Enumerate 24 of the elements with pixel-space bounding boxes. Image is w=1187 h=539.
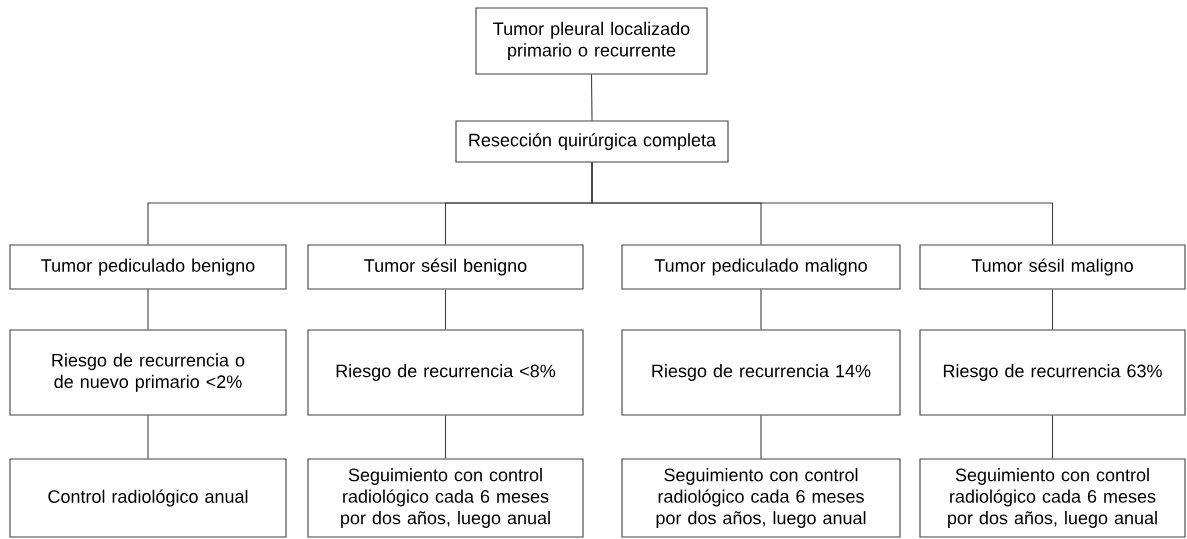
- flow-box: Tumor sésil maligno: [919, 244, 1186, 290]
- flow-box: Tumor pediculado maligno: [621, 244, 901, 290]
- flow-box: Tumor pediculado benigno: [9, 244, 287, 290]
- connector-line: [444, 415, 447, 459]
- flow-box: Seguimiento con control radiológico cada 6 meses por dos años, luego anual: [307, 458, 584, 538]
- flow-box: Riesgo de recurrencia 63%: [919, 329, 1186, 416]
- flow-box: Tumor pleural localizado primario o recurrente: [475, 7, 708, 75]
- flow-box: Resección quirúrgica completa: [455, 120, 729, 163]
- flow-box: Seguimiento con control radiológico cada 6 meses por dos años, luego anual: [621, 458, 901, 538]
- connector-line: [590, 74, 593, 121]
- connector-line: [1051, 289, 1054, 330]
- connector-line: [591, 162, 1054, 245]
- flow-box: Seguimiento con control radiológico cada 6 meses por dos años, luego anual: [919, 458, 1186, 538]
- connector-line: [444, 289, 447, 330]
- connector-line: [147, 289, 149, 330]
- flow-box: Riesgo de recurrencia <8%: [307, 329, 584, 416]
- flow-box: Control radiológico anual: [9, 458, 287, 538]
- connector-line: [1051, 415, 1054, 459]
- flow-box: Tumor sésil benigno: [307, 244, 584, 290]
- flow-box: Riesgo de recurrencia o de nuevo primario <2%: [9, 329, 287, 416]
- flow-box: Riesgo de recurrencia 14%: [621, 329, 901, 416]
- connector-line: [147, 415, 149, 459]
- connector-line: [760, 415, 762, 459]
- connector-line: [760, 289, 762, 330]
